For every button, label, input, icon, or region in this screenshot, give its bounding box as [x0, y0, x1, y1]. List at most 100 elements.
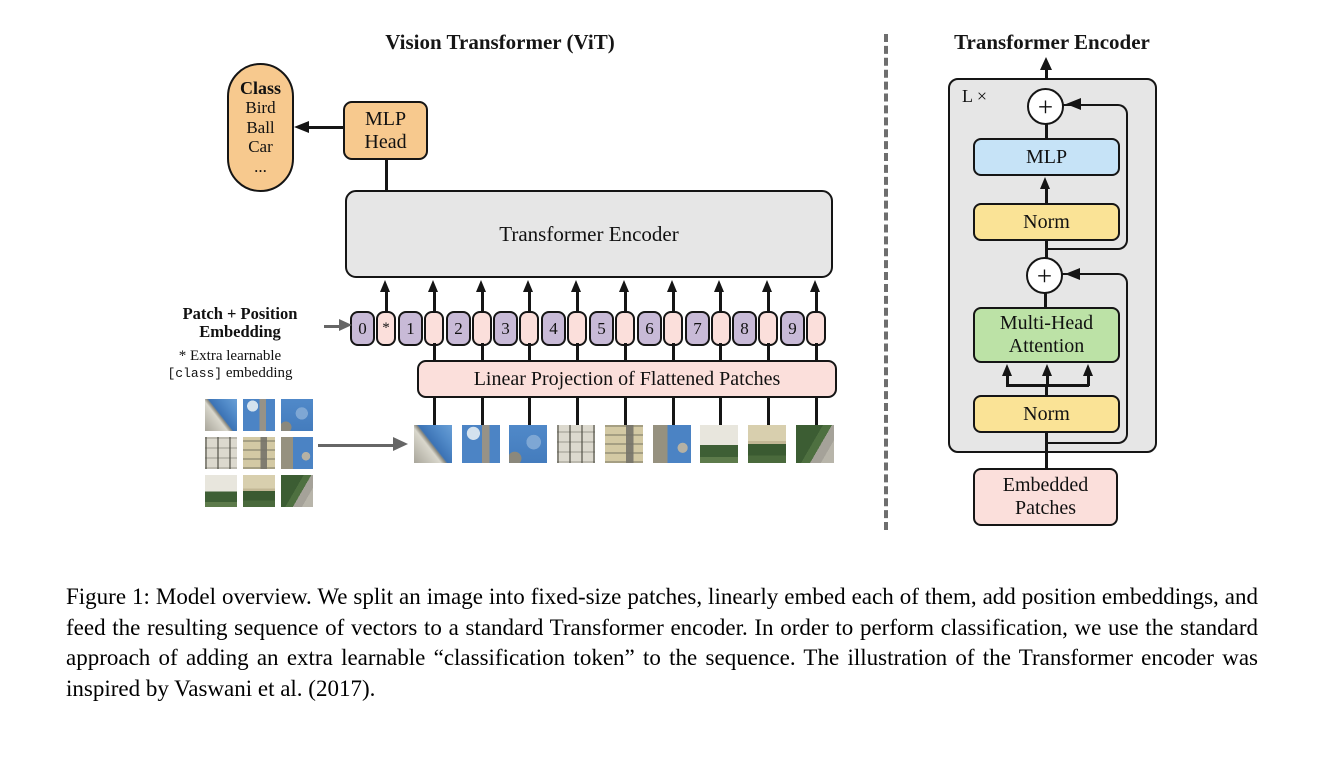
embedded-patches-box: Embedded Patches — [973, 468, 1118, 526]
connector-line — [306, 126, 345, 129]
arrow-up-icon — [762, 280, 772, 292]
patch-position-label: Patch + Position Embedding — [182, 304, 298, 341]
connector-line — [1045, 188, 1048, 204]
connector-line — [815, 343, 818, 361]
connector-line — [528, 343, 531, 361]
arrow-up-icon — [667, 280, 677, 292]
mlp-box: MLP — [973, 138, 1120, 176]
connector-line — [767, 396, 770, 426]
connector-line — [318, 444, 394, 447]
arrow-left-icon — [294, 121, 309, 133]
patch-embedding-pill-5 — [615, 311, 635, 346]
panel-divider — [884, 34, 888, 530]
patch-image-2 — [462, 425, 500, 463]
token-pair-3: 3 — [493, 311, 539, 346]
mlp-head-box: MLP Head — [343, 101, 428, 160]
arrow-up-icon — [1040, 57, 1052, 70]
connector-line — [324, 325, 340, 328]
connector-line — [433, 396, 436, 426]
transformer-encoder-box: Transformer Encoder — [345, 190, 833, 278]
token-pair-0: 0 * — [350, 311, 396, 346]
position-embedding-pill-7: 7 — [685, 311, 710, 346]
connector-line — [719, 343, 722, 361]
position-embedding-pill-1: 1 — [398, 311, 423, 346]
vit-panel-title: Vision Transformer (ViT) — [385, 30, 615, 54]
connector-line — [385, 291, 388, 312]
grid-tile-8 — [243, 475, 275, 507]
connector-line — [672, 343, 675, 361]
norm-box-1: Norm — [973, 203, 1120, 241]
note-line-1: * Extra learnable — [178, 348, 282, 364]
token-pair-6: 6 — [637, 311, 683, 346]
position-embedding-pill-3: 3 — [493, 311, 518, 346]
class-token-pill: * — [376, 311, 396, 346]
arrow-up-icon — [523, 280, 533, 292]
note-line-2: [class] embedding — [150, 365, 310, 382]
connector-line — [1006, 384, 1089, 387]
token-pair-1: 1 — [398, 311, 444, 346]
connector-line — [1045, 124, 1048, 139]
patch-embedding-pill-2 — [472, 311, 492, 346]
token-pair-8: 8 — [732, 311, 778, 346]
connector-line — [815, 396, 818, 426]
connector-line — [1045, 385, 1048, 396]
arrow-right-icon — [393, 437, 408, 451]
connector-line — [719, 291, 722, 312]
connector-line — [1087, 375, 1090, 386]
grid-tile-4 — [205, 437, 237, 469]
connector-line — [624, 343, 627, 361]
arrow-left-icon — [1066, 98, 1081, 110]
connector-line — [1046, 375, 1049, 386]
connector-line — [1045, 433, 1048, 469]
token-pair-5: 5 — [589, 311, 635, 346]
arrow-up-icon — [714, 280, 724, 292]
class-pill-item: Ball — [246, 117, 275, 137]
connector-line — [624, 396, 627, 426]
grid-tile-7 — [205, 475, 237, 507]
connector-line — [1045, 240, 1048, 258]
patch-embedding-pill-1 — [424, 311, 444, 346]
add-node-1: + — [1027, 88, 1064, 125]
position-embedding-pill-5: 5 — [589, 311, 614, 346]
patch-image-8 — [748, 425, 786, 463]
arrow-up-icon — [810, 280, 820, 292]
residual-connection-2 — [1045, 273, 1128, 444]
arrow-up-icon — [1042, 364, 1052, 376]
multi-head-attention-box: Multi-Head Attention — [973, 307, 1120, 363]
arrow-up-icon — [1083, 364, 1093, 376]
patch-image-5 — [605, 425, 643, 463]
arrow-up-icon — [476, 280, 486, 292]
class-output-pill: Class Bird Ball Car ... — [227, 63, 294, 192]
connector-line — [433, 291, 436, 312]
position-embedding-pill-0: 0 — [350, 311, 375, 346]
patch-embedding-pill-3 — [519, 311, 539, 346]
connector-line — [481, 396, 484, 426]
encoder-panel-title: Transformer Encoder — [954, 30, 1150, 54]
connector-line — [481, 291, 484, 312]
connector-line — [385, 158, 388, 191]
connector-line — [672, 291, 675, 312]
connector-line — [576, 396, 579, 426]
extra-learnable-note: * Extra learnable [class] embedding — [150, 348, 310, 382]
grid-tile-5 — [243, 437, 275, 469]
patch-image-6 — [653, 425, 691, 463]
norm-box-2: Norm — [973, 395, 1120, 433]
grid-tile-2 — [243, 399, 275, 431]
token-pair-4: 4 — [541, 311, 587, 346]
position-embedding-pill-4: 4 — [541, 311, 566, 346]
connector-line — [528, 291, 531, 312]
arrow-up-icon — [380, 280, 390, 292]
class-pill-item: Bird — [245, 98, 276, 118]
linear-projection-box: Linear Projection of Flattened Patches — [417, 360, 837, 398]
position-embedding-pill-9: 9 — [780, 311, 805, 346]
position-embedding-pill-8: 8 — [732, 311, 757, 346]
arrow-up-icon — [1002, 364, 1012, 376]
patch-image-9 — [796, 425, 834, 463]
patch-embedding-pill-4 — [567, 311, 587, 346]
patch-image-4 — [557, 425, 595, 463]
class-pill-item: ... — [254, 156, 267, 176]
connector-line — [1044, 293, 1047, 308]
grid-tile-9 — [281, 475, 313, 507]
add-node-2: + — [1026, 257, 1063, 294]
